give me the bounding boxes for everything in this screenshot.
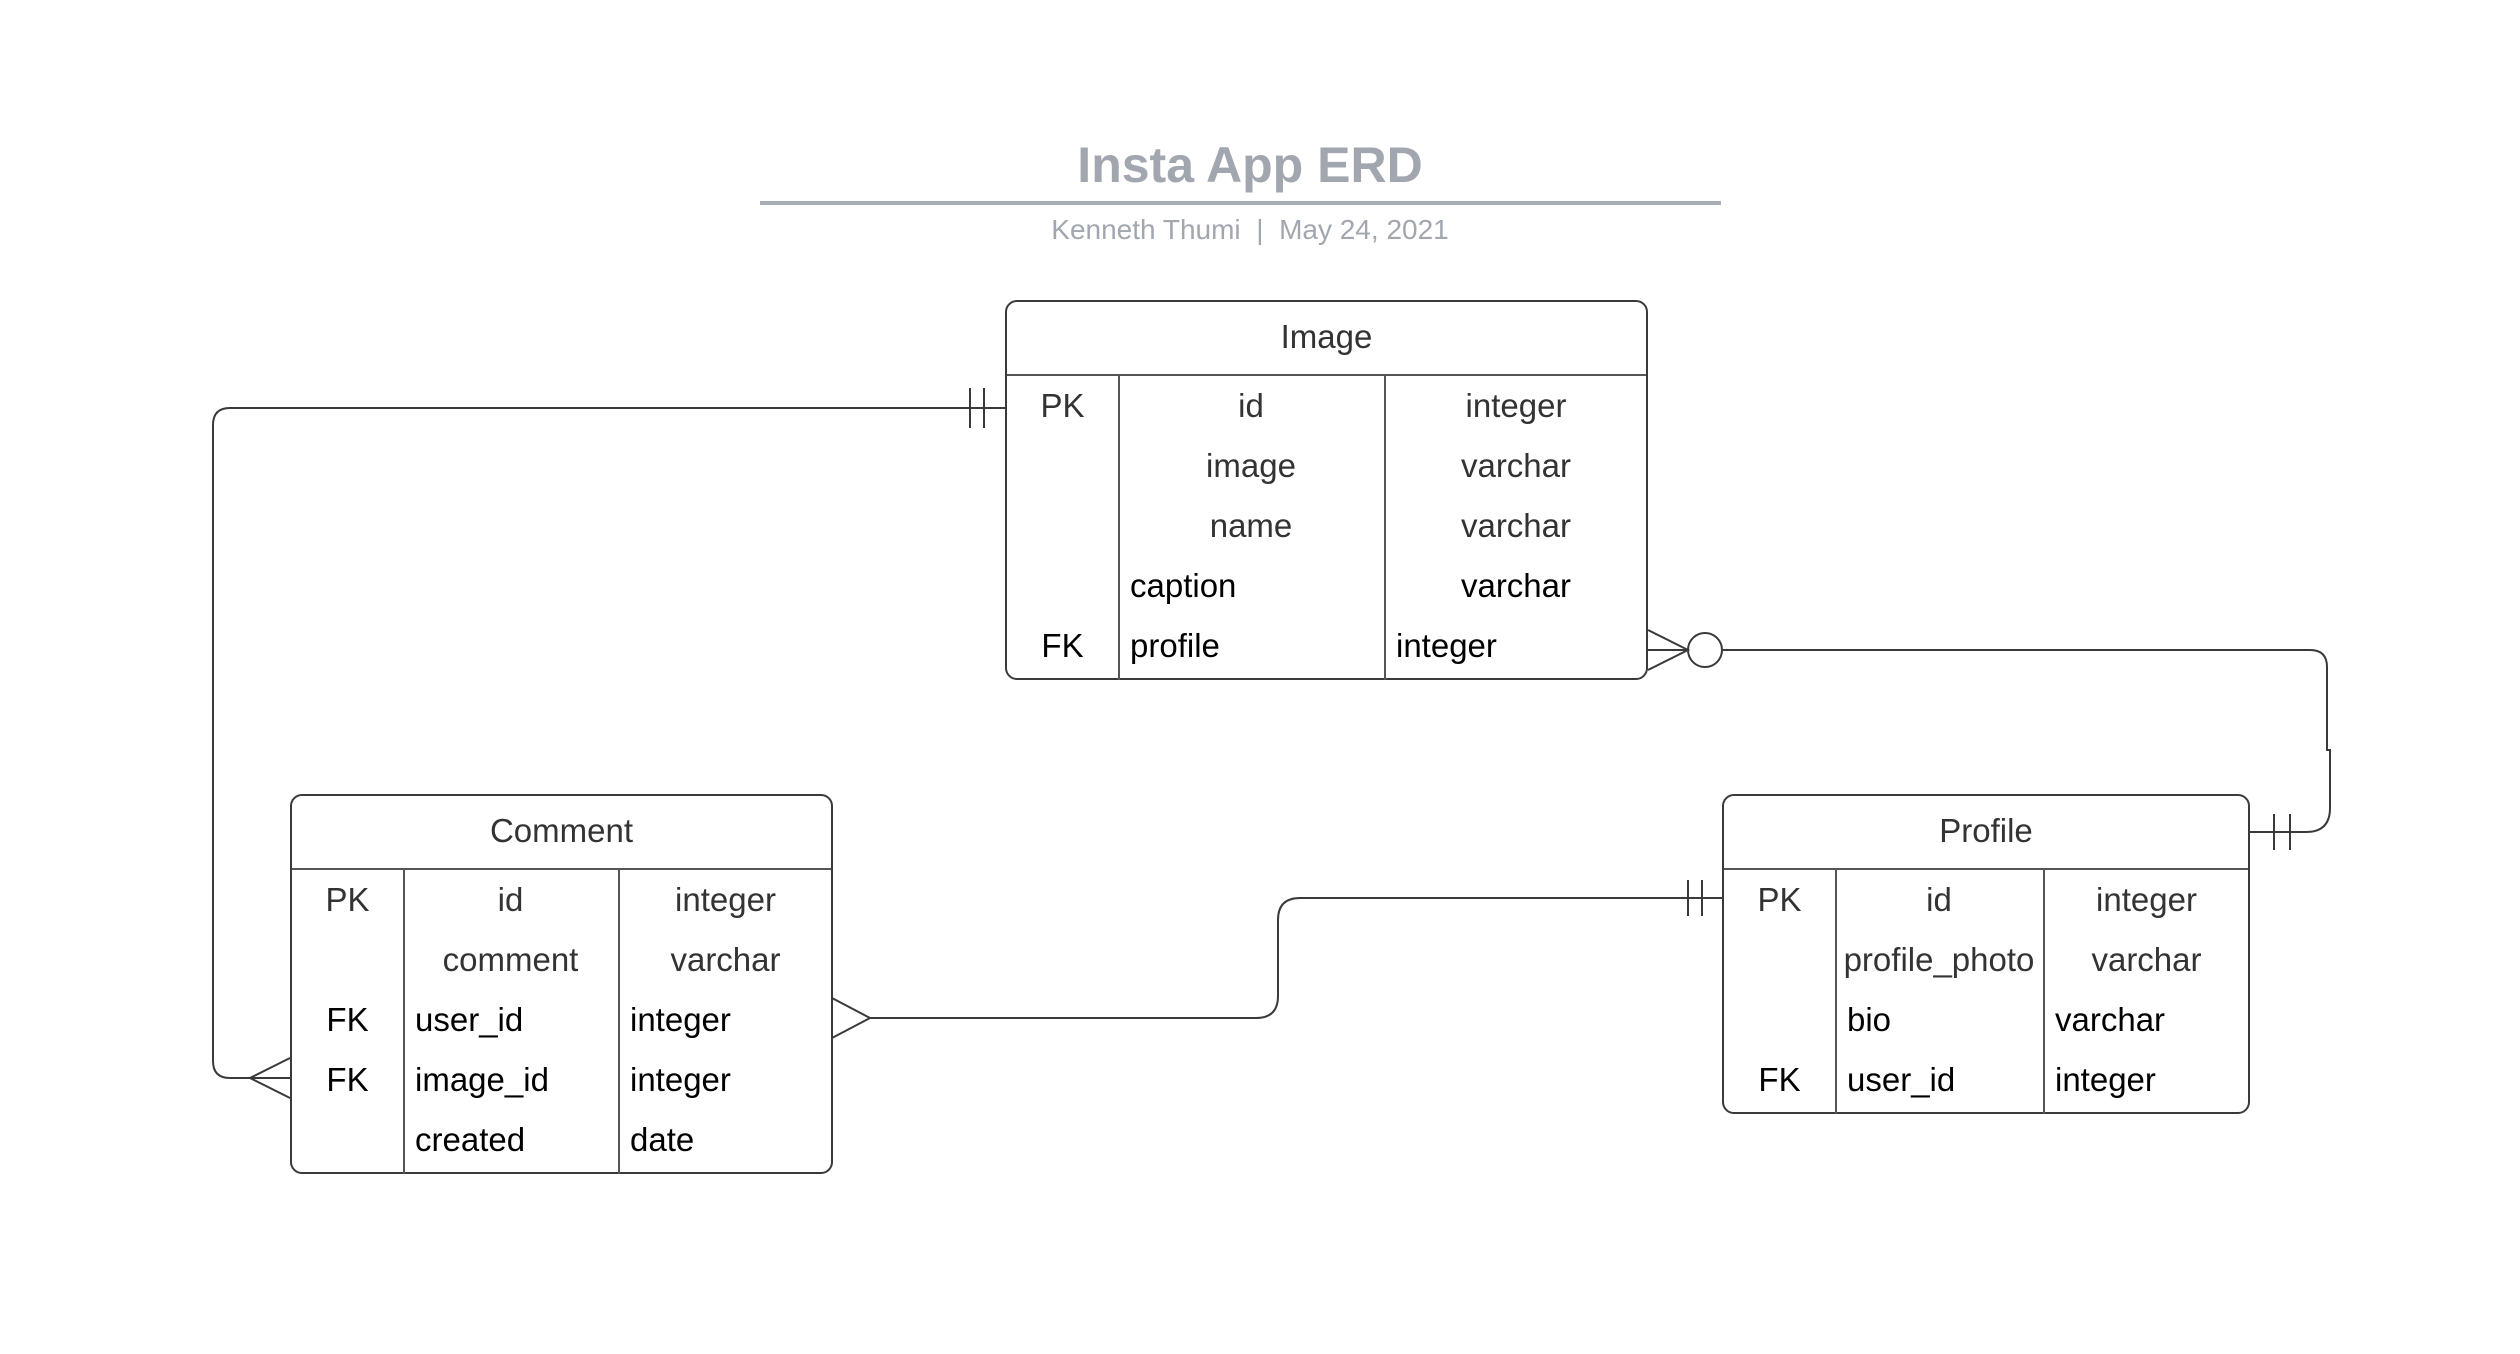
field-cell: id xyxy=(1238,387,1264,424)
cardinality-zero-circle xyxy=(1687,632,1723,668)
entity-comment-header: Comment xyxy=(292,796,831,870)
type-cell: integer xyxy=(1396,627,1497,664)
type-cell: integer xyxy=(630,1001,731,1038)
key-cell: FK xyxy=(1758,1061,1801,1098)
field-cell: created xyxy=(415,1121,526,1158)
entity-image[interactable]: Image PK id integer image varchar name v… xyxy=(1005,300,1648,680)
subtitle-separator: | xyxy=(1256,214,1264,245)
key-cell: FK xyxy=(326,1061,369,1098)
type-cell: varchar xyxy=(2055,1001,2166,1038)
field-cell: name xyxy=(1209,507,1293,544)
column-divider xyxy=(618,868,620,1174)
connector-image-comment[interactable] xyxy=(212,407,1005,1079)
field-cell: caption xyxy=(1130,567,1237,604)
type-cell: integer xyxy=(2096,881,2197,918)
crowfoot-many-comment-user xyxy=(831,997,873,1039)
field-cell: user_id xyxy=(1847,1061,1956,1098)
field-cell: image_id xyxy=(415,1061,549,1098)
diagram-date: May 24, 2021 xyxy=(1279,214,1449,245)
column-divider xyxy=(1384,374,1386,680)
entity-profile-header: Profile xyxy=(1724,796,2248,870)
diagram-title: Insta App ERD xyxy=(1077,137,1423,193)
field-cell: id xyxy=(1926,881,1952,918)
type-cell: varchar xyxy=(1460,447,1572,484)
key-cell xyxy=(1724,990,1835,1050)
type-cell: integer xyxy=(2055,1061,2156,1098)
type-cell: integer xyxy=(675,881,776,918)
column-divider xyxy=(2043,868,2045,1114)
key-cell: FK xyxy=(1041,627,1084,664)
entity-image-header: Image xyxy=(1007,302,1646,376)
field-cell: comment xyxy=(442,941,579,978)
field-cell: id xyxy=(497,881,524,918)
field-cell: profile_photo xyxy=(1843,941,2035,978)
column-divider xyxy=(1835,868,1837,1114)
title-underline xyxy=(760,201,1721,205)
field-cell: bio xyxy=(1847,1001,1892,1038)
key-cell xyxy=(292,1110,403,1170)
key-cell xyxy=(1007,496,1118,556)
type-cell: varchar xyxy=(2091,941,2202,978)
type-cell: varchar xyxy=(1460,507,1572,544)
crowfoot-many-comment-image xyxy=(247,1057,291,1099)
key-cell xyxy=(1007,436,1118,496)
author-name: Kenneth Thumi xyxy=(1051,214,1241,245)
field-cell: profile xyxy=(1130,627,1220,664)
key-cell xyxy=(1007,556,1118,616)
key-cell xyxy=(292,930,403,990)
column-divider xyxy=(1118,374,1120,680)
key-cell xyxy=(1724,930,1835,990)
entity-comment[interactable]: Comment PK id integer comment varchar FK… xyxy=(290,794,833,1174)
type-cell: varchar xyxy=(1460,567,1572,604)
key-cell: FK xyxy=(326,1001,369,1038)
key-cell: PK xyxy=(325,881,370,918)
type-cell: integer xyxy=(1465,387,1567,424)
type-cell: date xyxy=(630,1121,695,1158)
key-cell: PK xyxy=(1040,387,1085,424)
type-cell: integer xyxy=(630,1061,731,1098)
field-cell: image xyxy=(1206,447,1296,484)
key-cell: PK xyxy=(1757,881,1802,918)
column-divider xyxy=(403,868,405,1174)
entity-profile[interactable]: Profile PK id integer profile_photo varc… xyxy=(1722,794,2250,1114)
diagram-subtitle: Kenneth Thumi | May 24, 2021 xyxy=(900,214,1600,246)
field-cell: user_id xyxy=(415,1001,524,1038)
type-cell: varchar xyxy=(670,941,781,978)
connector-profile-comment[interactable] xyxy=(870,897,1722,1019)
